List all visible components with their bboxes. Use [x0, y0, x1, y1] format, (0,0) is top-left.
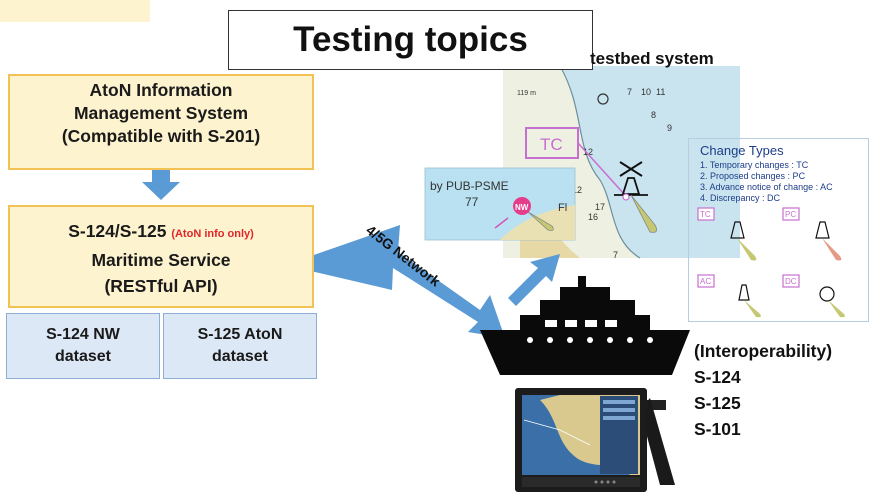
s125-dataset-box: S-125 AtoN dataset: [163, 313, 317, 379]
interoperability-heading: (Interoperability): [694, 341, 833, 361]
chart-depth-label: 17: [595, 202, 605, 212]
coastline: [559, 65, 641, 259]
service-line: Maritime Service: [91, 250, 231, 270]
change-type-card-ac: AC: [697, 274, 761, 318]
chart-depth-label: 11: [656, 87, 665, 97]
ship-icon: [480, 276, 690, 375]
change-type-card-tc: TC: [697, 207, 757, 261]
service-line: S-124/S-125: [68, 221, 167, 241]
dataset-line: S-124 NW: [46, 326, 120, 343]
change-type-card-pc: PC: [782, 207, 842, 261]
dataset-line: dataset: [211, 348, 269, 365]
svg-text:AC: AC: [700, 277, 711, 286]
upward-arrow-icon: [508, 254, 560, 306]
ecdis-monitor-icon: [515, 388, 675, 492]
anchor-icon: [494, 217, 509, 229]
chart-depth-label: 7: [627, 87, 632, 97]
chart-depth-label: 12: [572, 185, 582, 195]
fl-label: Fl: [558, 202, 567, 214]
chart-depth-label: 16: [588, 212, 598, 222]
inset-chart-land: [500, 205, 575, 240]
interoperability-item: S-101: [694, 419, 741, 439]
tc-leader-line: [577, 142, 626, 196]
chart-depth-label: 7: [613, 250, 618, 260]
interoperability-list: (Interoperability) S-124 S-125 S-101: [694, 338, 832, 442]
aton-line: (Compatible with S-201): [61, 126, 261, 146]
testbed-label: testbed system: [590, 49, 714, 68]
change-types-title: Change Types: [700, 143, 784, 158]
buoy-light-icon: [527, 211, 554, 231]
change-type-item: 1. Temporary changes : TC: [700, 160, 809, 170]
chart-depth-label: 77: [465, 195, 479, 209]
dataset-line: S-125 AtoN: [197, 326, 283, 343]
chart-depth-label: 119 m: [517, 90, 536, 97]
tc-marker-label: TC: [540, 135, 563, 154]
corner-tab: [0, 0, 150, 22]
page-title: Testing topics: [228, 10, 593, 70]
svg-text:TC: TC: [700, 210, 711, 219]
aton-line: Management System: [73, 103, 249, 123]
inset-chart-credit: by PUB-PSME: [430, 179, 509, 193]
nw-badge-label: NW: [515, 203, 529, 212]
chart-depth-label: 12: [583, 147, 593, 157]
chart-depth-label: 8: [651, 110, 656, 120]
svg-text:DC: DC: [785, 277, 797, 286]
change-types-panel: [688, 138, 869, 322]
aton-line: AtoN Information: [89, 80, 233, 100]
aton-management-system-box: AtoN Information Management System (Comp…: [8, 74, 314, 170]
nautical-chart-sea: [560, 66, 740, 258]
buoy-icon: [614, 161, 658, 233]
landmark-icon: [597, 93, 609, 105]
service-heading: S-124/S-125 (AtoN info only): [10, 218, 312, 247]
service-line: (RESTful API): [104, 276, 218, 296]
service-note: (AtoN info only): [171, 228, 254, 240]
lightning-arrow-icon: [285, 225, 505, 338]
chart-depth-label: 9: [667, 123, 672, 133]
s124-dataset-box: S-124 NW dataset: [6, 313, 160, 379]
nw-badge: [513, 197, 531, 215]
change-type-card-dc: DC: [782, 274, 845, 318]
change-type-item: 3. Advance notice of change : AC: [700, 182, 833, 192]
dataset-line: dataset: [54, 348, 112, 365]
maritime-service-box: S-124/S-125 (AtoN info only) Maritime Se…: [8, 205, 314, 308]
change-type-item: 2. Proposed changes : PC: [700, 171, 806, 181]
chart-depth-label: 10: [641, 87, 651, 97]
interoperability-item: S-124: [694, 367, 741, 387]
interoperability-item: S-125: [694, 393, 741, 413]
change-type-item: 4. Discrepancy : DC: [700, 193, 781, 203]
svg-text:PC: PC: [785, 210, 796, 219]
